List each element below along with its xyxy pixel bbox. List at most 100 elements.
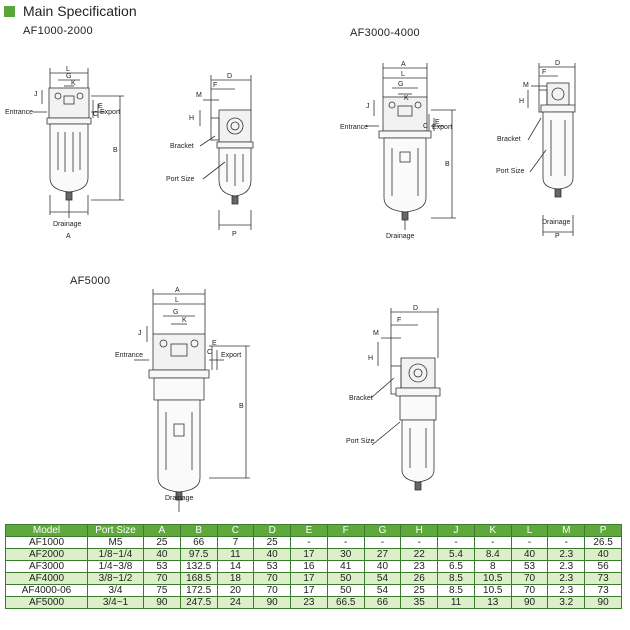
col-header: P <box>584 524 622 537</box>
cell: 2.3 <box>547 548 586 561</box>
cell: 53 <box>253 560 292 573</box>
cell: 75 <box>143 584 181 597</box>
dim-g-label: G <box>66 73 71 80</box>
dim-f-label: F <box>213 82 217 89</box>
cell: 3/8~1/2 <box>87 572 144 585</box>
technical-drawings: L G K J C E Entrance Export B Drainage A… <box>5 60 576 512</box>
cell: 23 <box>290 596 328 609</box>
cell: 26.5 <box>584 536 622 549</box>
col-header: D <box>253 524 292 537</box>
cell: 70 <box>143 572 181 585</box>
dim-j-label: J <box>138 330 142 337</box>
cell: 17 <box>290 548 328 561</box>
cell: 3/4 <box>87 584 144 597</box>
cell: AF5000 <box>5 596 88 609</box>
cell: 66 <box>363 596 402 609</box>
dim-d-label: D <box>555 60 560 67</box>
cell: 90 <box>584 596 622 609</box>
dim-f-label: F <box>397 317 401 324</box>
cell: 25 <box>253 536 292 549</box>
af3000-front-view: A L G K J C E Entrance Export B Drainage <box>340 61 456 240</box>
cell: 8.4 <box>473 548 512 561</box>
cell: 25 <box>143 536 181 549</box>
col-header: H <box>400 524 439 537</box>
bracket-label: Bracket <box>497 136 521 143</box>
cell: 70 <box>510 572 549 585</box>
cell: 73 <box>584 584 622 597</box>
cell: 14 <box>216 560 255 573</box>
cell: 40 <box>143 548 181 561</box>
cell: 40 <box>363 560 402 573</box>
cell: 1/8~1/4 <box>87 548 144 561</box>
cell: - <box>547 536 586 549</box>
dim-h-label: H <box>189 115 194 122</box>
cell: 168.5 <box>179 572 218 585</box>
cell: 23 <box>400 560 439 573</box>
cell: 90 <box>143 596 181 609</box>
cell: 8.5 <box>437 584 475 597</box>
cell: 1/4~3/8 <box>87 560 144 573</box>
dim-m-label: M <box>196 92 202 99</box>
dim-p-label: P <box>232 231 237 238</box>
cell: 10.5 <box>473 584 512 597</box>
cell: 8.5 <box>437 572 475 585</box>
cell: 13 <box>473 596 512 609</box>
cell: AF3000 <box>5 560 88 573</box>
drainage-label: Drainage <box>542 219 571 226</box>
col-header: Model <box>5 524 88 537</box>
cell: 24 <box>216 596 255 609</box>
dim-m-label: M <box>373 330 379 337</box>
cell: 40 <box>510 548 549 561</box>
af5000-side-view: D F M H Bracket Port Size <box>346 305 441 491</box>
cell: AF1000 <box>5 536 88 549</box>
col-header: A <box>143 524 181 537</box>
dim-c-label: C <box>423 123 428 130</box>
export-label: Export <box>100 109 120 116</box>
cell: 22 <box>400 548 439 561</box>
cell: 54 <box>363 572 402 585</box>
port-size-label: Port Size <box>496 168 525 175</box>
entrance-label: Entrance <box>115 352 143 359</box>
cell: 2.3 <box>547 572 586 585</box>
export-label: Export <box>432 124 452 131</box>
cell: 73 <box>584 572 622 585</box>
dim-b-label: B <box>239 403 244 410</box>
cell: 17 <box>290 584 328 597</box>
col-header: B <box>179 524 218 537</box>
drainage-label: Drainage <box>165 495 194 502</box>
cell: 50 <box>326 572 365 585</box>
cell: 5.4 <box>437 548 475 561</box>
cell: - <box>363 536 402 549</box>
dim-a-label: A <box>175 287 180 294</box>
dim-j-label: J <box>366 103 370 110</box>
col-header: J <box>437 524 475 537</box>
col-header: F <box>326 524 365 537</box>
cell: 90 <box>253 596 292 609</box>
cell: 66 <box>179 536 218 549</box>
cell: - <box>473 536 512 549</box>
col-header: L <box>510 524 549 537</box>
cell: 26 <box>400 572 439 585</box>
dim-m-label: M <box>523 82 529 89</box>
af5000-front-view: A L G K J C E Entrance Export B Drainage <box>115 287 250 512</box>
export-label: Export <box>221 352 241 359</box>
cell: 40 <box>584 548 622 561</box>
cell: 17 <box>290 572 328 585</box>
cell: 6.5 <box>437 560 475 573</box>
dim-p-label: P <box>555 233 560 240</box>
dim-j-label: J <box>34 91 38 98</box>
cell: 90 <box>510 596 549 609</box>
cell: 7 <box>216 536 255 549</box>
cell: 132.5 <box>179 560 218 573</box>
entrance-label: Entrance <box>5 109 33 116</box>
cell: 3/4~1 <box>87 596 144 609</box>
col-header: Port Size <box>87 524 144 537</box>
cell: AF2000 <box>5 548 88 561</box>
cell: 70 <box>253 584 292 597</box>
col-header: E <box>290 524 328 537</box>
cell: 41 <box>326 560 365 573</box>
port-size-label: Port Size <box>166 176 195 183</box>
